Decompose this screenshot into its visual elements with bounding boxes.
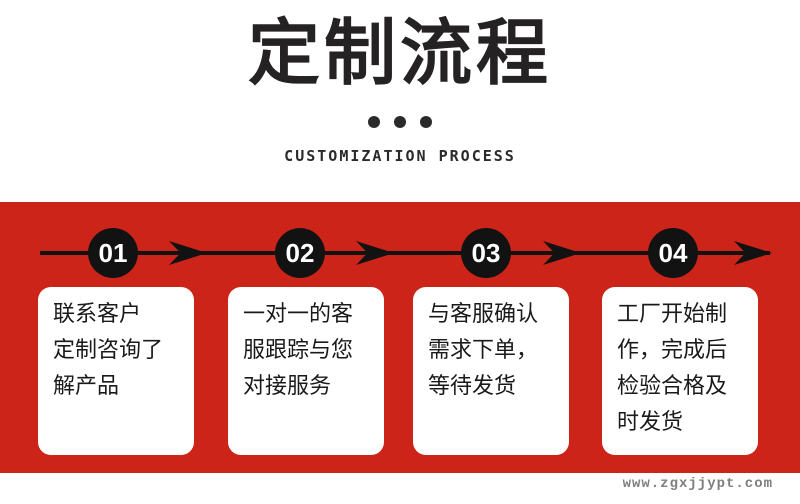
step-number: 03: [471, 237, 501, 268]
step-description-line: 等待发货: [428, 373, 517, 398]
arrow-right-icon: [356, 241, 394, 265]
arrow-right-icon: [169, 241, 207, 265]
step-card-4: 工厂开始制 作，完成后 检验合格及 时发货: [602, 287, 758, 455]
title-dots-divider: [0, 116, 800, 128]
step-description-line: 需求下单，: [428, 337, 539, 362]
watermark-url: www.zgxjjypt.com: [622, 476, 773, 492]
dot-icon: [368, 116, 380, 128]
step-description-line: 对接服务: [243, 373, 332, 398]
page-title: 定制流程: [247, 14, 552, 94]
step-circle-04: 04: [648, 228, 698, 278]
step-description-line: 与客服确认: [428, 301, 539, 326]
dot-icon: [394, 116, 406, 128]
page-subtitle: CUSTOMIZATION PROCESS: [284, 147, 516, 165]
step-description-line: 作，完成后: [617, 337, 728, 362]
step-number: 02: [285, 237, 315, 268]
dot-icon: [420, 116, 432, 128]
step-description-line: 联系客户: [53, 301, 142, 326]
step-description-line: 一对一的客: [243, 301, 354, 326]
step-description-line: 定制咨询了: [53, 337, 164, 362]
step-circle-02: 02: [275, 228, 325, 278]
step-description-line: 工厂开始制: [617, 301, 728, 326]
step-description-line: 解产品: [53, 373, 120, 398]
step-card-1: 联系客户 定制咨询了 解产品: [38, 287, 194, 455]
arrow-right-icon: [543, 241, 581, 265]
step-circle-01: 01: [88, 228, 138, 278]
step-description-line: 检验合格及: [617, 373, 728, 398]
step-number: 01: [98, 237, 128, 268]
arrow-right-icon: [734, 241, 772, 265]
step-card-2: 一对一的客 服跟踪与您 对接服务: [228, 287, 384, 455]
step-circle-03: 03: [461, 228, 511, 278]
step-description-line: 时发货: [617, 409, 684, 434]
step-number: 04: [658, 237, 688, 268]
step-card-3: 与客服确认 需求下单， 等待发货: [413, 287, 569, 455]
step-description-line: 服跟踪与您: [243, 337, 354, 362]
process-band: 01 02 03 04 联系客户 定制咨询了 解产品 一对一的客 服跟踪与您 对…: [0, 202, 800, 473]
